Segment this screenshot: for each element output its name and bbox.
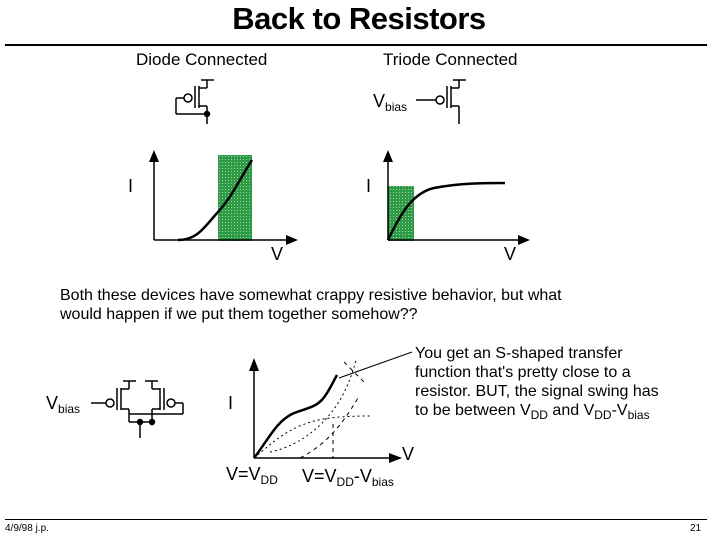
s-shaped-curve (253, 374, 339, 459)
title-divider (5, 44, 707, 46)
tick-label-vdd-minus-vbias: V=VDD-Vbias (302, 466, 394, 489)
triode-iv-plot (383, 150, 530, 245)
combined-vbias-label: Vbias (46, 393, 81, 416)
diode-x-axis-label: V (271, 244, 284, 264)
combined-x-axis-label: V (402, 444, 415, 464)
slide-title: Back to Resistors (232, 1, 486, 36)
footer-divider (5, 519, 707, 520)
diode-connected-transistor (175, 79, 214, 124)
diode-connected-label: Diode Connected (136, 50, 268, 69)
triode-vbias-label: Vbias (373, 91, 408, 114)
question-paragraph: Both these devices have somewhat crappy … (60, 287, 562, 323)
footer-page-number: 21 (690, 523, 702, 534)
triode-connected-label: Triode Connected (383, 50, 518, 69)
diode-iv-curve (177, 159, 254, 242)
footer-date: 4/9/98 j.p. (5, 523, 49, 534)
combined-transistor-pair (91, 380, 184, 438)
triode-iv-curve (386, 181, 506, 241)
note-pointer (338, 351, 413, 379)
tick-label-vdd: V=VDD (226, 464, 278, 487)
diode-iv-plot (149, 150, 298, 245)
combined-iv-plot (249, 351, 413, 463)
triode-x-axis-label: V (504, 244, 517, 264)
triode-connected-transistor (416, 79, 466, 124)
s-curve-note: You get an S-shaped transfer function th… (415, 345, 659, 422)
triode-y-axis-label: I (366, 176, 372, 196)
diode-y-axis-label: I (128, 176, 134, 196)
combined-y-axis-label: I (228, 393, 234, 413)
